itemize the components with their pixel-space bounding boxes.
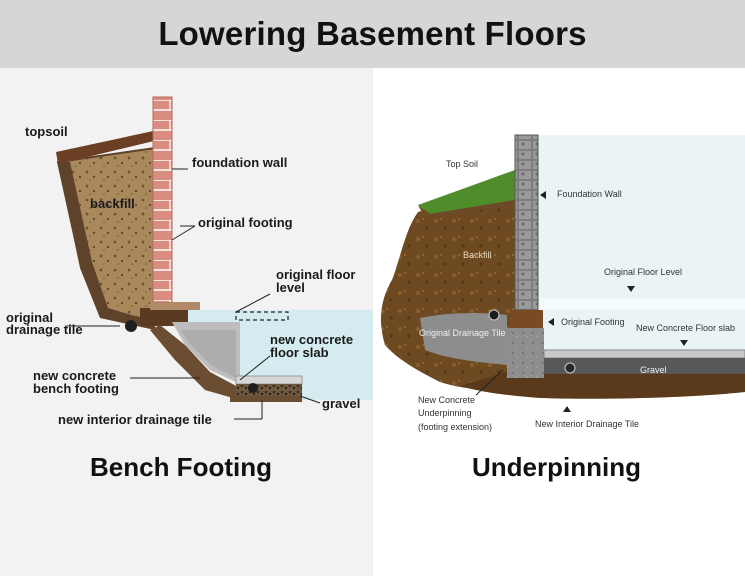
- label-new-floor-slab: New Concrete Floor slab: [636, 323, 735, 333]
- original-footing-right: [510, 310, 543, 328]
- label-backfill-right: Backfill: [463, 250, 492, 260]
- underpinning-leader: [475, 369, 504, 396]
- label-new-interior-drainage-right: New Interior Drainage Tile: [535, 419, 639, 429]
- label-foundation-wall-right: Foundation Wall: [557, 189, 622, 199]
- label-backfill: backfill: [90, 196, 135, 211]
- label-bench-footing-1: new concrete: [33, 368, 116, 383]
- bench-footing-diagram: topsoil foundation wall backfill origina…: [6, 96, 373, 427]
- top-soil-dirt: [418, 200, 515, 218]
- caption-underpinning: Underpinning: [472, 452, 641, 482]
- original-drainage-tile-right: [488, 309, 500, 321]
- subsoil: [230, 396, 302, 402]
- original-drainage-tile: [125, 320, 137, 332]
- original-floor-level-band: [540, 298, 745, 310]
- gravel-layer: [236, 384, 302, 396]
- soil-border: [58, 162, 155, 330]
- label-original-floor-level: Original Floor Level: [604, 267, 682, 277]
- original-footing: [140, 308, 188, 326]
- label-original-floor-1: original floor: [276, 267, 355, 282]
- new-concrete-underpinning: [507, 328, 544, 378]
- interior-space-right: [538, 135, 745, 370]
- left-leader-lines: [67, 168, 321, 420]
- gravel-right: [544, 358, 745, 374]
- topsoil-strip: [56, 130, 158, 164]
- title-bar: Lowering Basement Floors: [0, 0, 745, 68]
- original-footing-top: [150, 302, 200, 310]
- new-interior-drainage-tile: [248, 383, 258, 393]
- bench-footing-shade: [180, 330, 236, 378]
- new-floor-slab-right: [543, 349, 745, 359]
- lower-soil: [460, 372, 745, 399]
- underpinning-diagram: Top Soil Foundation Wall Backfill Origin…: [380, 134, 745, 432]
- page-title: Lowering Basement Floors: [158, 15, 587, 52]
- new-concrete-floor-slab: [235, 375, 303, 385]
- label-original-drainage-1: original: [6, 310, 53, 325]
- foundation-wall-right: [514, 134, 539, 311]
- caption-bench-footing: Bench Footing: [90, 452, 272, 482]
- label-topsoil: topsoil: [25, 124, 68, 139]
- right-arrows: [540, 191, 688, 412]
- label-original-footing-right: Original Footing: [561, 317, 625, 327]
- label-new-slab-1: new concrete: [270, 332, 353, 347]
- top-soil-grass: [418, 170, 515, 214]
- label-underpinning-1: New Concrete: [418, 395, 475, 405]
- original-floor-level-dashes: [235, 311, 289, 321]
- label-original-floor-2: level: [276, 280, 305, 295]
- label-top-soil: Top Soil: [446, 159, 478, 169]
- label-original-drainage-right: Original Drainage Tile: [419, 328, 506, 338]
- label-gravel-right: Gravel: [640, 365, 667, 375]
- label-original-drainage-2: drainage tile: [6, 322, 83, 337]
- label-gravel: gravel: [322, 396, 360, 411]
- bench-footing: [172, 322, 240, 382]
- grey-soil: [420, 313, 507, 365]
- bench-dirt: [150, 325, 240, 400]
- label-bench-footing-2: bench footing: [33, 381, 119, 396]
- label-foundation-wall: foundation wall: [192, 155, 287, 170]
- new-interior-drainage-tile-right: [564, 362, 576, 374]
- label-underpinning-3: (footing extension): [418, 422, 492, 432]
- foundation-wall: [152, 96, 173, 311]
- label-underpinning-2: Underpinning: [418, 408, 472, 418]
- label-original-footing: original footing: [198, 215, 293, 230]
- label-new-interior-drainage: new interior drainage tile: [58, 412, 212, 427]
- label-new-slab-2: floor slab: [270, 345, 329, 360]
